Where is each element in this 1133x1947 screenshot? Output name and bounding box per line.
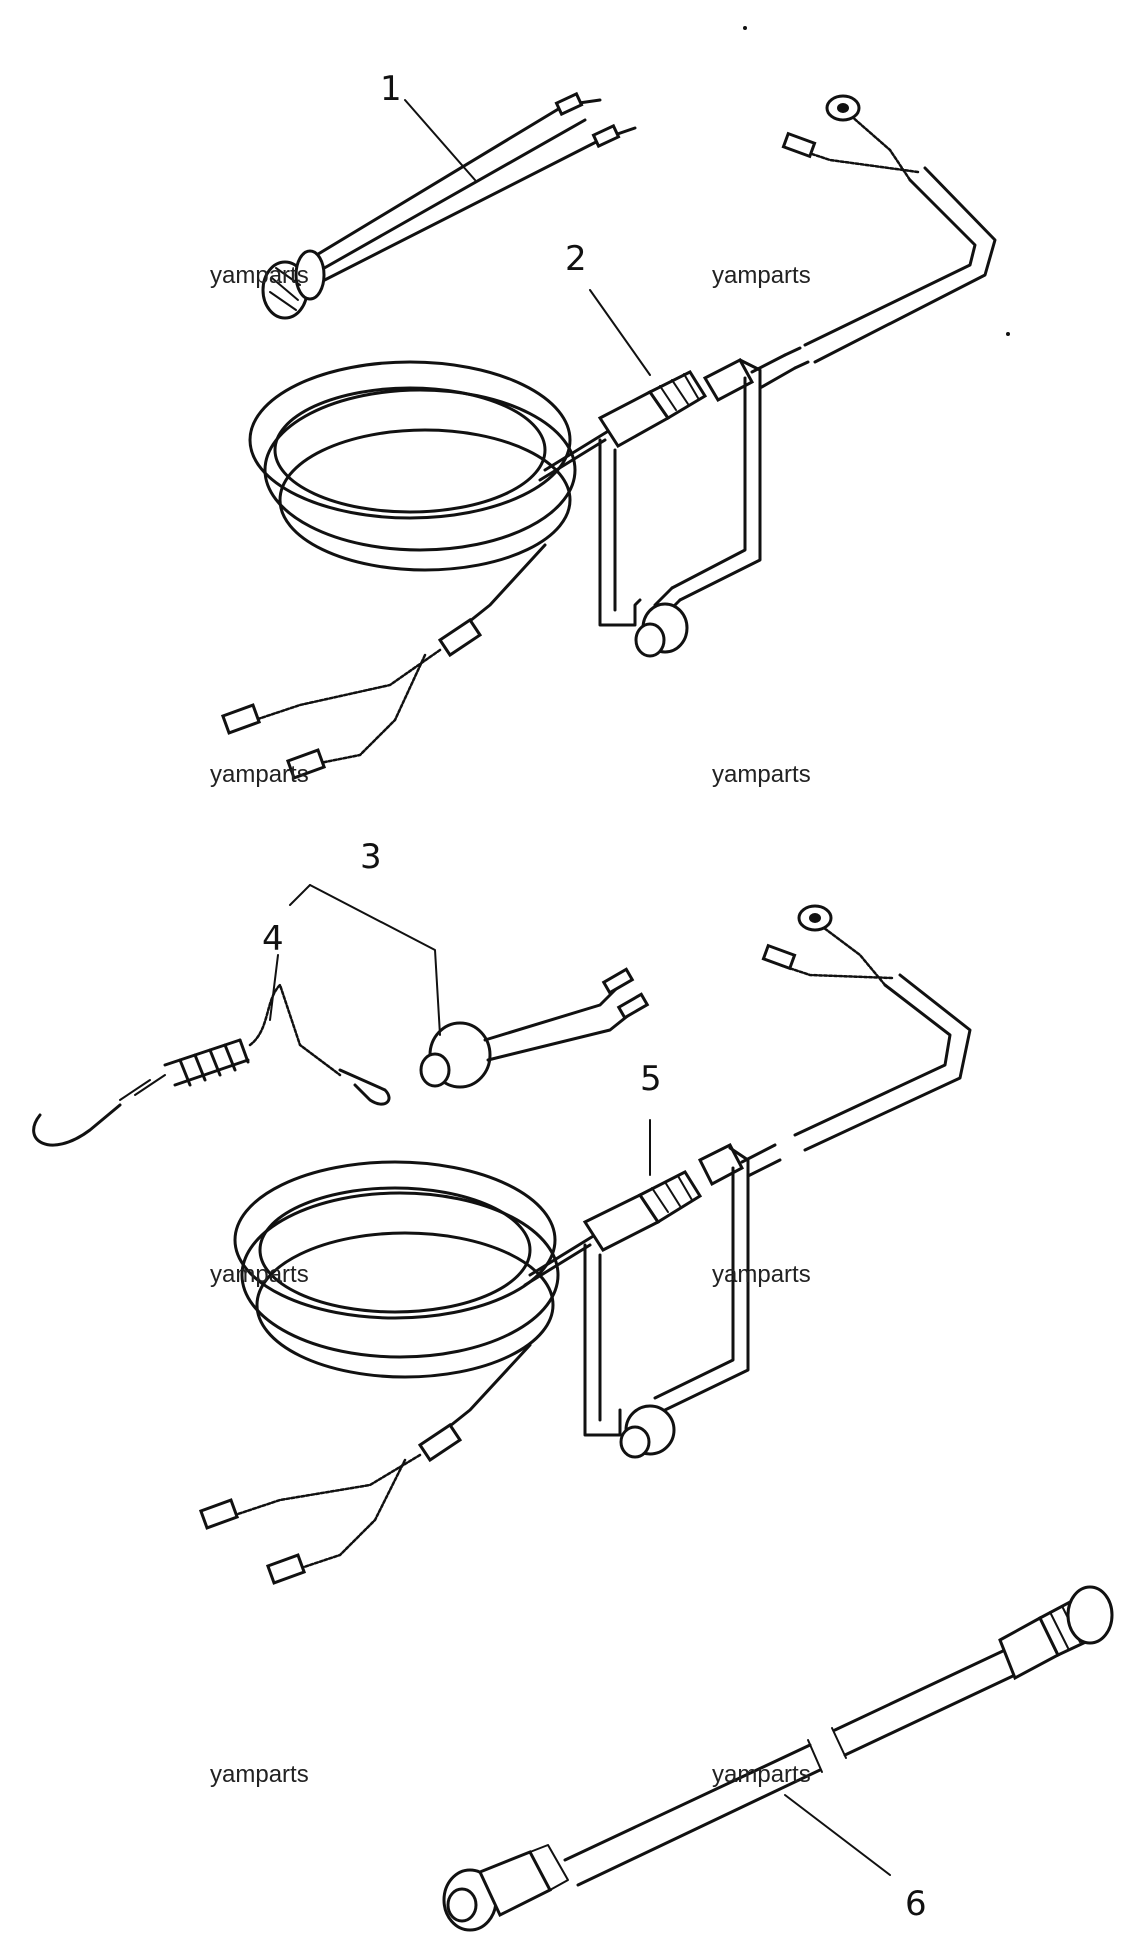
watermark-2: yamparts: [712, 262, 811, 289]
part-3-stop-switch: [419, 967, 650, 1089]
part-1-connector-plug: [261, 249, 326, 320]
watermark-7: yamparts: [210, 1761, 309, 1788]
part-4-lanyard: [32, 982, 391, 1147]
part-5-main-harness: [198, 904, 972, 1585]
callout-4: 4: [262, 919, 284, 959]
callout-1: 1: [380, 69, 402, 109]
watermark-1: yamparts: [210, 262, 309, 289]
speck: [1006, 332, 1010, 336]
callout-5: 5: [640, 1059, 662, 1099]
part-5-connector: [582, 1142, 745, 1252]
watermark-6: yamparts: [712, 1261, 811, 1288]
part-2-main-harness: [220, 94, 997, 780]
part-5-lower-leads: [198, 1343, 532, 1585]
watermark-4: yamparts: [712, 761, 811, 788]
speck: [743, 26, 747, 30]
leader-lines: [269, 99, 891, 1876]
part-2-mounting-bracket: [598, 358, 762, 627]
part-5-mounting-bracket: [583, 1146, 750, 1437]
part-2-connector: [597, 357, 755, 448]
part-6-extension-cable: [442, 1585, 1114, 1932]
callout-2: 2: [565, 239, 587, 279]
part-6-connector-lower: [442, 1844, 569, 1932]
part-2-cable-coil: [248, 360, 577, 572]
callout-3: 3: [360, 837, 382, 877]
watermark-8: yamparts: [712, 1761, 811, 1788]
part-2-lower-leads: [220, 543, 547, 780]
part-5-cable-coil: [233, 1160, 560, 1379]
part-1-lead-wire: [261, 91, 637, 320]
part-6-connector-upper: [998, 1585, 1114, 1681]
callout-6: 6: [905, 1884, 927, 1924]
watermark-3: yamparts: [210, 761, 309, 788]
watermark-5: yamparts: [210, 1261, 309, 1288]
